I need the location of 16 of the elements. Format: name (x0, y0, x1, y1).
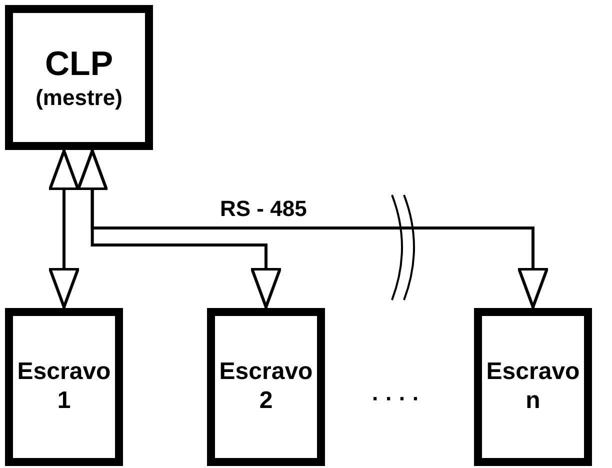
node-title: Escravo (486, 358, 580, 387)
node-subtitle: 2 (259, 387, 273, 416)
node-title: Escravo (17, 358, 111, 387)
bus-arrow (48, 150, 80, 308)
bus-arrow (76, 150, 548, 308)
slave-box (474, 308, 592, 466)
node-title: CLP (45, 44, 113, 85)
node-subtitle: 1 (57, 387, 71, 416)
node-subtitle: (mestre) (36, 84, 122, 112)
master-box (5, 5, 153, 150)
node-title: Escravo (219, 358, 313, 387)
slave-box (207, 308, 325, 466)
bus-label: RS - 485 (220, 196, 307, 222)
slave-box (5, 308, 123, 466)
node-subtitle: n (526, 387, 540, 416)
ellipsis: · · · · (372, 386, 420, 412)
